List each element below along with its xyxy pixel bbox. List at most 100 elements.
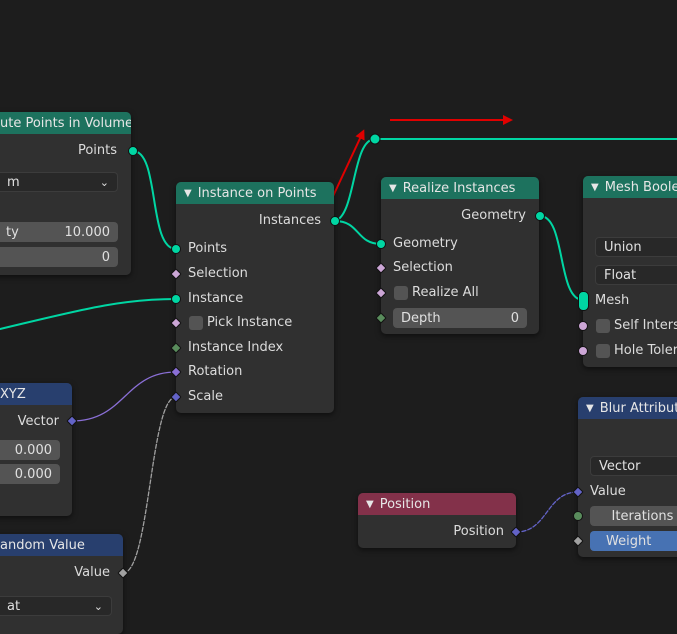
operation-dropdown[interactable]: Union	[595, 237, 677, 257]
geometry-output-socket[interactable]	[535, 211, 545, 221]
self-intersection-input-socket[interactable]	[578, 321, 588, 331]
node-title: andom Value	[0, 537, 85, 553]
realize-instances-node[interactable]: ▼ Realize Instances Geometry Geometry Se…	[381, 177, 539, 334]
y-value: 0.000	[14, 466, 52, 482]
input-rotation-label: Rotation	[188, 364, 243, 379]
output-position-label: Position	[453, 524, 504, 539]
node-header[interactable]: ▼ Blur Attribut	[578, 397, 677, 419]
input-geometry-label: Geometry	[393, 236, 458, 251]
seed-value: 0	[101, 249, 110, 265]
position-node[interactable]: ▼ Position Position	[358, 493, 516, 548]
pick-instance-label: Pick Instance	[207, 315, 293, 330]
output-vector-label: Vector	[17, 414, 59, 429]
realize-all-checkbox[interactable]	[394, 286, 408, 300]
input-selection-label: Selection	[188, 266, 248, 281]
mode-dropdown[interactable]: m ⌄	[0, 172, 118, 192]
hole-tolerant-input-socket[interactable]	[578, 346, 588, 356]
self-intersection-label: Self Inters	[614, 318, 677, 333]
self-intersection-checkbox[interactable]	[596, 319, 610, 333]
output-points-label: Points	[77, 143, 117, 158]
weight-label: Weight	[606, 533, 652, 549]
instances-output-socket[interactable]	[330, 216, 340, 226]
geometry-input-socket[interactable]	[376, 239, 386, 249]
node-header[interactable]: andom Value	[0, 534, 123, 556]
mode-dropdown-value: m	[7, 174, 20, 190]
node-header[interactable]: ▼ Instance on Points	[176, 182, 334, 204]
input-value-label: Value	[590, 484, 626, 499]
node-title: ute Points in Volume	[0, 115, 131, 131]
link-value-to-scale	[122, 396, 177, 574]
x-value-field[interactable]: 0.000	[0, 440, 60, 460]
link-left-to-instance	[0, 298, 177, 330]
output-geometry-label: Geometry	[461, 208, 526, 223]
chevron-down-icon[interactable]: ▼	[586, 402, 594, 414]
chevron-down-icon[interactable]: ▼	[184, 187, 192, 199]
depth-field[interactable]: Depth 0	[393, 308, 527, 328]
distribute-points-in-volume-node[interactable]: ute Points in Volume Points m ⌄ ty 10.00…	[0, 112, 131, 275]
chevron-down-icon[interactable]: ▼	[591, 181, 599, 193]
x-value: 0.000	[14, 442, 52, 458]
input-mesh-label: Mesh	[595, 293, 630, 308]
node-header[interactable]: ▼ Realize Instances	[381, 177, 539, 199]
node-title: Mesh Boole	[604, 179, 677, 195]
node-title: Realize Instances	[402, 180, 516, 196]
chevron-down-icon[interactable]: ▼	[366, 498, 374, 510]
input-points-label: Points	[188, 241, 228, 256]
output-instances-label: Instances	[258, 213, 321, 228]
input-instance-label: Instance	[188, 291, 244, 306]
node-header[interactable]: XYZ	[0, 383, 72, 405]
chevron-down-icon: ⌄	[93, 599, 103, 613]
input-selection-label: Selection	[393, 260, 453, 275]
mesh-boolean-node[interactable]: ▼ Mesh Boole Union Float Mesh Self Inter…	[583, 176, 677, 367]
reroute-dot	[369, 133, 381, 145]
iterations-label: Iterations	[611, 508, 674, 524]
density-value: 10.000	[64, 224, 111, 240]
link-geometry-to-mesh	[539, 215, 584, 301]
node-header[interactable]: ▼ Position	[358, 493, 516, 515]
chevron-down-icon: ⌄	[99, 175, 109, 189]
realize-all-label: Realize All	[412, 285, 479, 300]
type-dropdown[interactable]: Vector	[590, 456, 677, 476]
seed-field[interactable]: 0	[0, 247, 118, 267]
depth-value: 0	[510, 310, 519, 326]
node-title: Blur Attribut	[599, 400, 677, 416]
node-title: XYZ	[0, 386, 26, 402]
node-links	[0, 115, 677, 574]
data-type-value: at	[7, 598, 21, 614]
output-value-label: Value	[74, 565, 110, 580]
type-value: Vector	[599, 458, 641, 474]
weight-field[interactable]: Weight 1	[590, 531, 677, 551]
link-instances-to-reroute	[334, 138, 376, 222]
distribute-points-output-socket[interactable]	[128, 146, 138, 156]
link-distribute-to-points	[132, 150, 177, 250]
random-value-node[interactable]: andom Value Value at ⌄	[0, 534, 123, 634]
solver-dropdown[interactable]: Float	[595, 265, 677, 285]
input-instance-index-label: Instance Index	[188, 340, 284, 355]
pick-instance-checkbox[interactable]	[189, 316, 203, 330]
link-position-to-value	[515, 491, 579, 533]
hole-tolerant-checkbox[interactable]	[596, 344, 610, 358]
data-type-dropdown[interactable]: at ⌄	[0, 596, 112, 616]
density-label: ty	[6, 224, 19, 240]
link-vector-to-rotation	[71, 371, 177, 422]
depth-label: Depth	[401, 310, 441, 326]
chevron-down-icon[interactable]: ▼	[389, 182, 397, 194]
y-value-field[interactable]: 0.000	[0, 464, 60, 484]
instance-on-points-node[interactable]: ▼ Instance on Points Instances Points Se…	[176, 182, 334, 413]
blur-attribute-node[interactable]: ▼ Blur Attribut Vector Value Iterations …	[578, 397, 677, 557]
iterations-field[interactable]: Iterations	[590, 506, 677, 526]
node-header[interactable]: ute Points in Volume	[0, 112, 131, 134]
operation-value: Union	[604, 239, 642, 255]
combine-xyz-node[interactable]: XYZ Vector 0.000 0.000	[0, 383, 72, 516]
input-scale-label: Scale	[188, 389, 223, 404]
node-title: Instance on Points	[197, 185, 317, 201]
mesh-input-socket[interactable]	[578, 291, 589, 311]
instance-input-socket[interactable]	[171, 294, 181, 304]
points-input-socket[interactable]	[171, 244, 181, 254]
node-title: Position	[379, 496, 431, 512]
node-header[interactable]: ▼ Mesh Boole	[583, 176, 677, 198]
iterations-input-socket[interactable]	[573, 511, 583, 521]
density-field[interactable]: ty 10.000	[0, 222, 118, 242]
link-instances-to-geometry	[334, 220, 382, 245]
hole-tolerant-label: Hole Tolera	[614, 343, 677, 358]
